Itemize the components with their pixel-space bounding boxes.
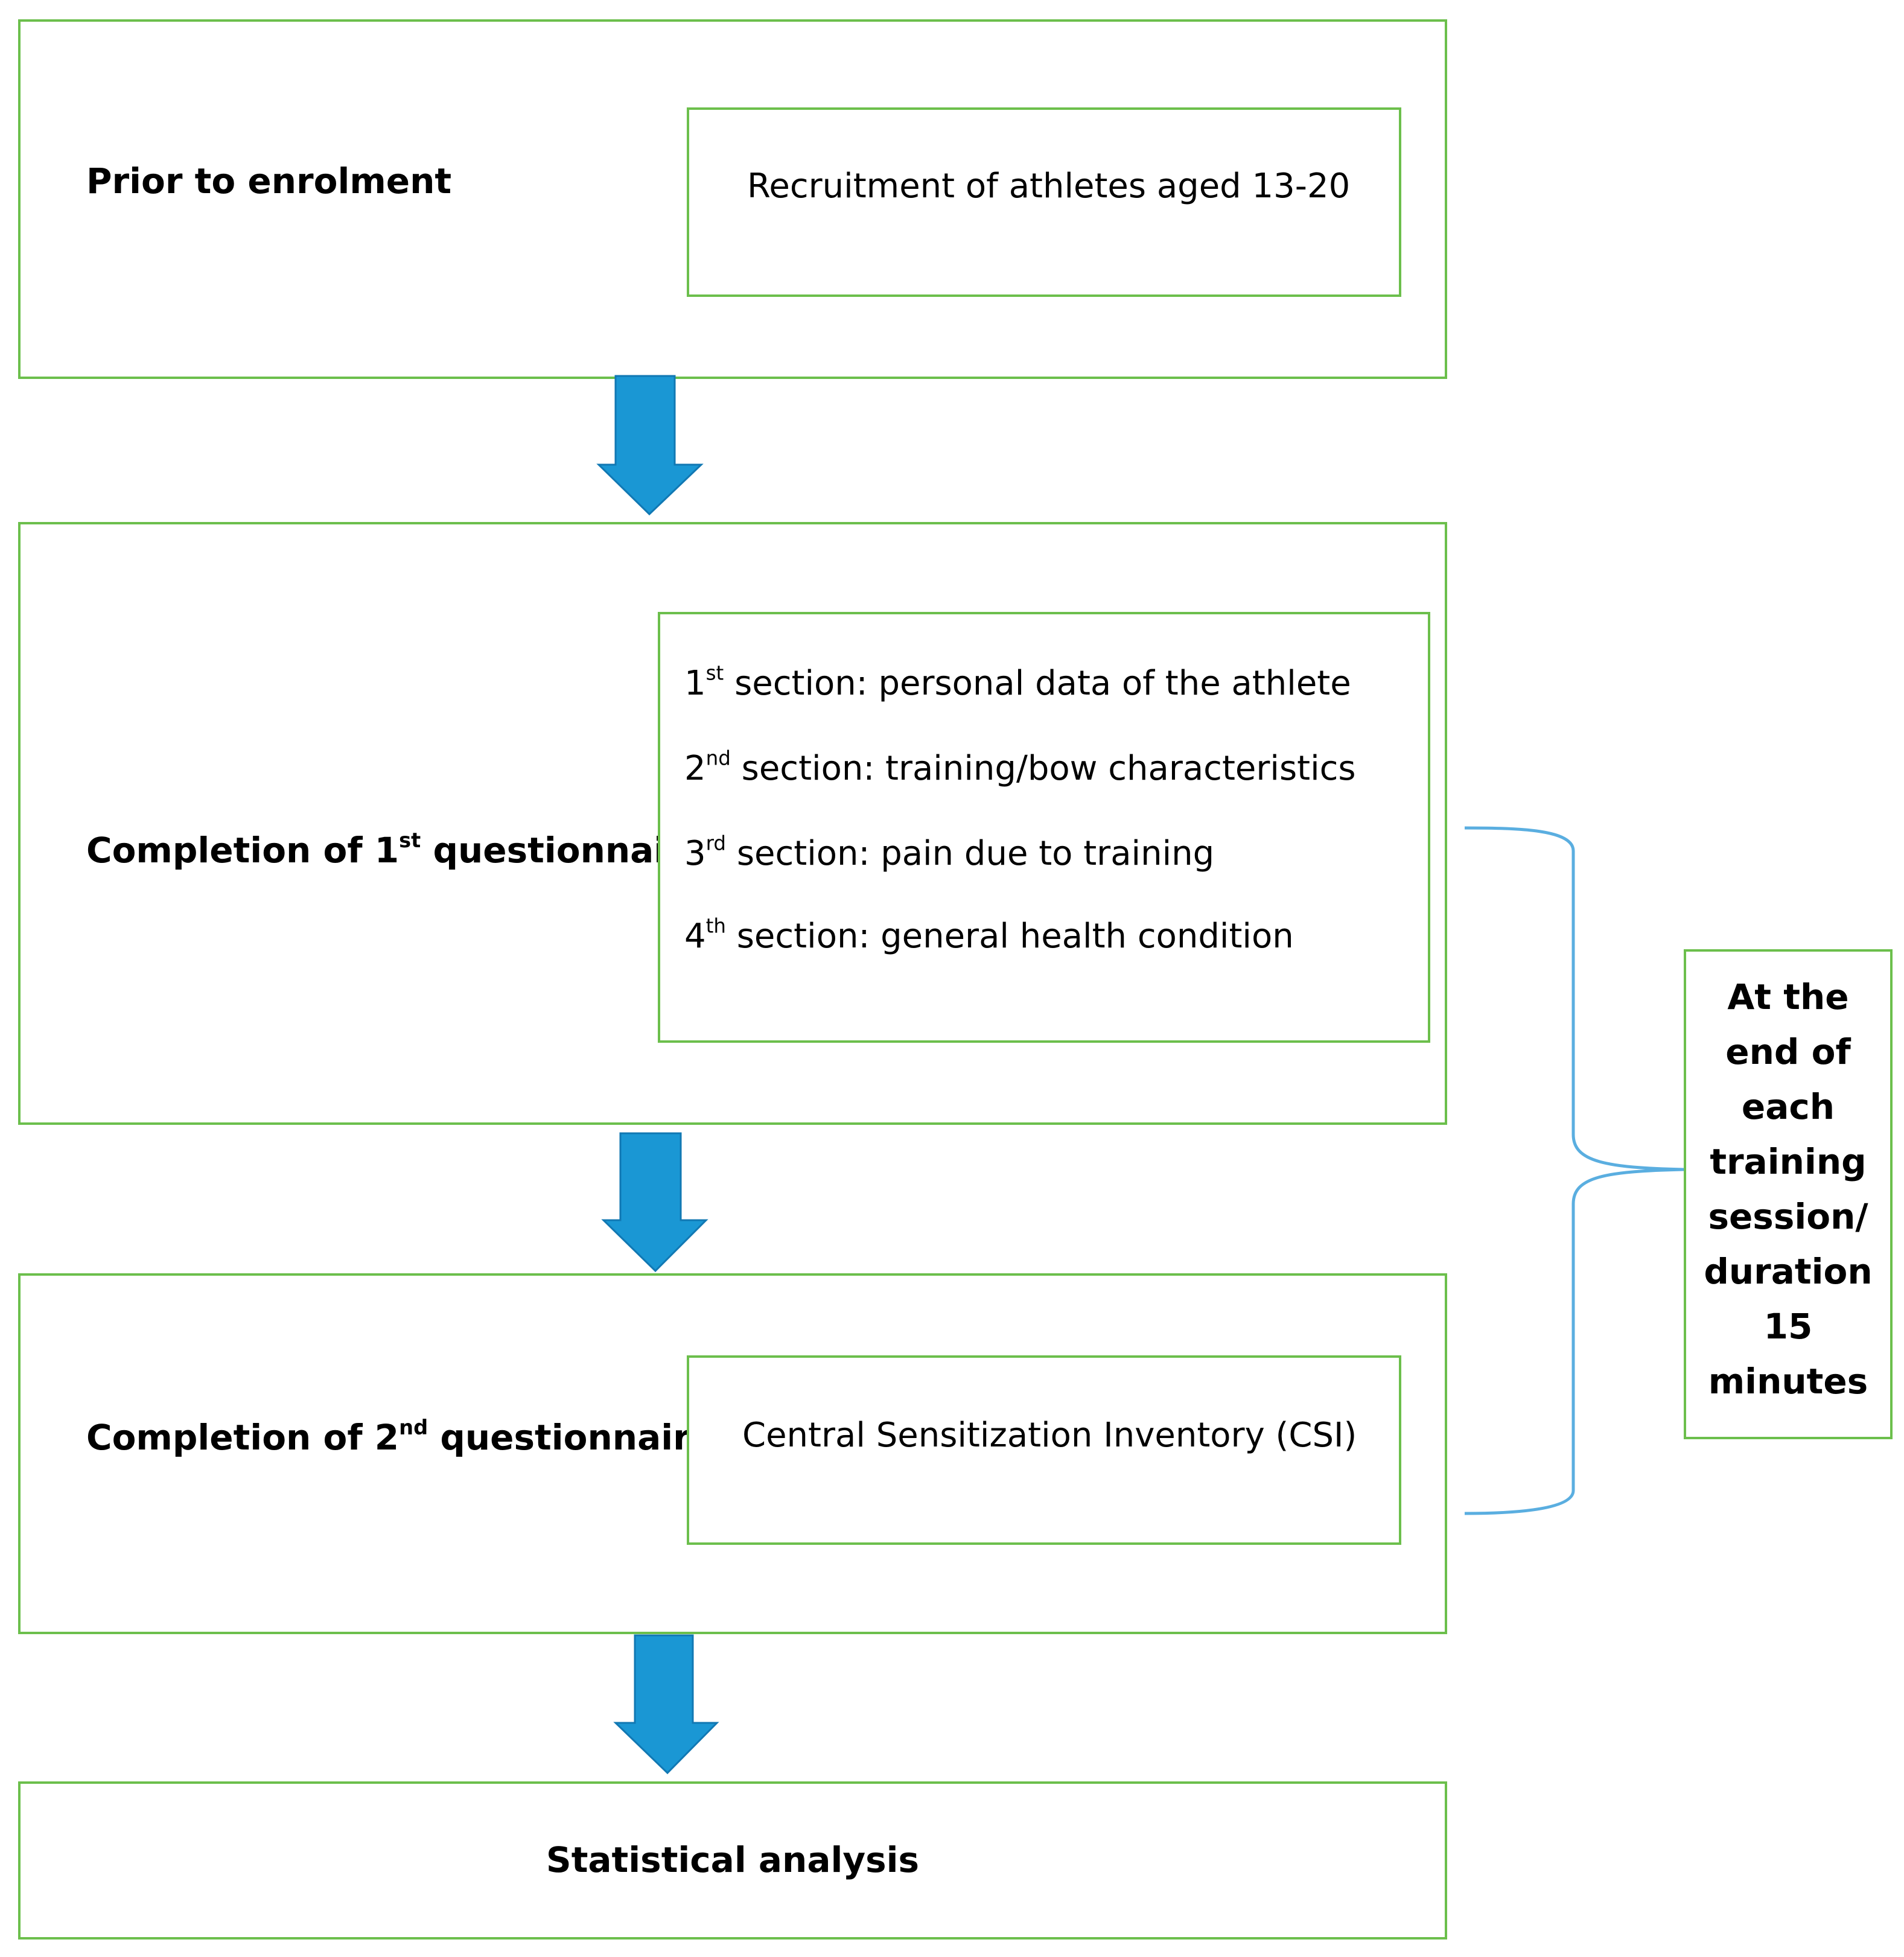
stage-first-questionnaire-label: Completion of 1st questionnaire xyxy=(86,828,707,871)
stage-prior-to-enrolment-label: Prior to enrolment xyxy=(86,161,452,202)
timing-note-box: At the end of each training session/ dur… xyxy=(1684,949,1893,1439)
stage-statistical-analysis-box xyxy=(18,1781,1447,1939)
recruitment-box xyxy=(687,107,1401,297)
right-brace xyxy=(1464,826,1684,1515)
timing-note-text: At the end of each training session/ dur… xyxy=(1704,976,1873,1402)
stage-statistical-analysis-label: Statistical analysis xyxy=(546,1839,920,1880)
down-arrow-2 xyxy=(601,1132,708,1273)
section-item-4: 4th section: general health condition xyxy=(684,914,1294,956)
down-arrow-3 xyxy=(613,1634,719,1775)
down-arrow-1 xyxy=(596,375,704,516)
questionnaire-sections-box xyxy=(658,612,1430,1043)
csi-text: Central Sensitization Inventory (CSI) xyxy=(742,1416,1357,1455)
section-item-2: 2nd section: training/bow characteristic… xyxy=(684,746,1356,788)
section-item-1: 1st section: personal data of the athlet… xyxy=(684,661,1351,703)
csi-box xyxy=(687,1355,1401,1545)
stage-second-questionnaire-label: Completion of 2nd questionnaire xyxy=(86,1415,715,1458)
recruitment-text: Recruitment of athletes aged 13-20 xyxy=(747,167,1351,206)
section-item-3: 3rd section: pain due to training xyxy=(684,832,1215,873)
